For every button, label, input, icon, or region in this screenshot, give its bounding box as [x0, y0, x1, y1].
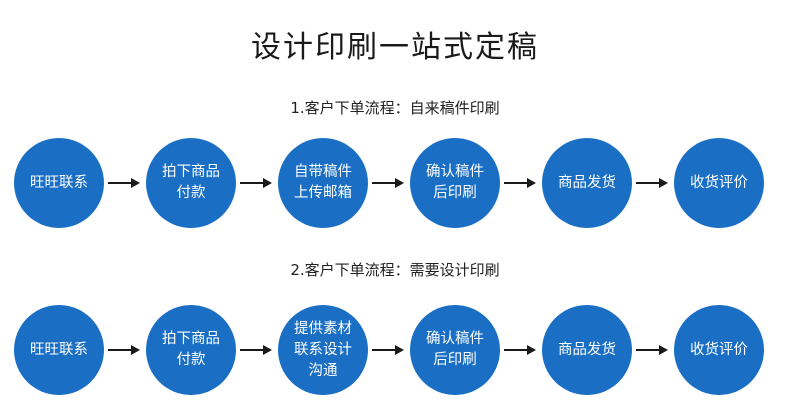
flow-2-step-contact: 旺旺联系	[14, 305, 104, 395]
flow-1-step-review: 收货评价	[674, 138, 764, 228]
flow-2-arrow-4	[504, 345, 536, 355]
flow-2-arrow-1	[108, 345, 140, 355]
flow-1-step-confirm-print: 确认稿件后印刷	[410, 138, 500, 228]
flow-1-step-upload: 自带稿件上传邮箱	[278, 138, 368, 228]
flow-1-diagram: 旺旺联系 拍下商品付款 自带稿件上传邮箱 确认稿件后印刷 商品发货 收货评价	[0, 138, 790, 228]
flow-2-step-review: 收货评价	[674, 305, 764, 395]
flow-1-arrow-2	[240, 178, 272, 188]
flow-1-step-contact: 旺旺联系	[14, 138, 104, 228]
flow-1-arrow-4	[504, 178, 536, 188]
flow-2-step-order-pay: 拍下商品付款	[146, 305, 236, 395]
flow-2-arrow-5	[636, 345, 668, 355]
flow-1-step-order-pay: 拍下商品付款	[146, 138, 236, 228]
flow-2-heading: 2.客户下单流程：需要设计印刷	[290, 261, 500, 279]
flow-2-arrow-3	[372, 345, 404, 355]
flow-1-step-ship: 商品发货	[542, 138, 632, 228]
flow-1-heading: 1.客户下单流程：自来稿件印刷	[290, 99, 500, 117]
flow-2-step-materials: 提供素材联系设计沟通	[278, 305, 368, 395]
flow-2-diagram: 旺旺联系 拍下商品付款 提供素材联系设计沟通 确认稿件后印刷 商品发货 收货评价	[0, 305, 790, 395]
flow-1-arrow-5	[636, 178, 668, 188]
flow-2-arrow-2	[240, 345, 272, 355]
flow-2-step-ship: 商品发货	[542, 305, 632, 395]
flow-1-arrow-1	[108, 178, 140, 188]
flow-1-arrow-3	[372, 178, 404, 188]
flow-2-step-confirm-print: 确认稿件后印刷	[410, 305, 500, 395]
page-title: 设计印刷一站式定稿	[251, 30, 539, 65]
